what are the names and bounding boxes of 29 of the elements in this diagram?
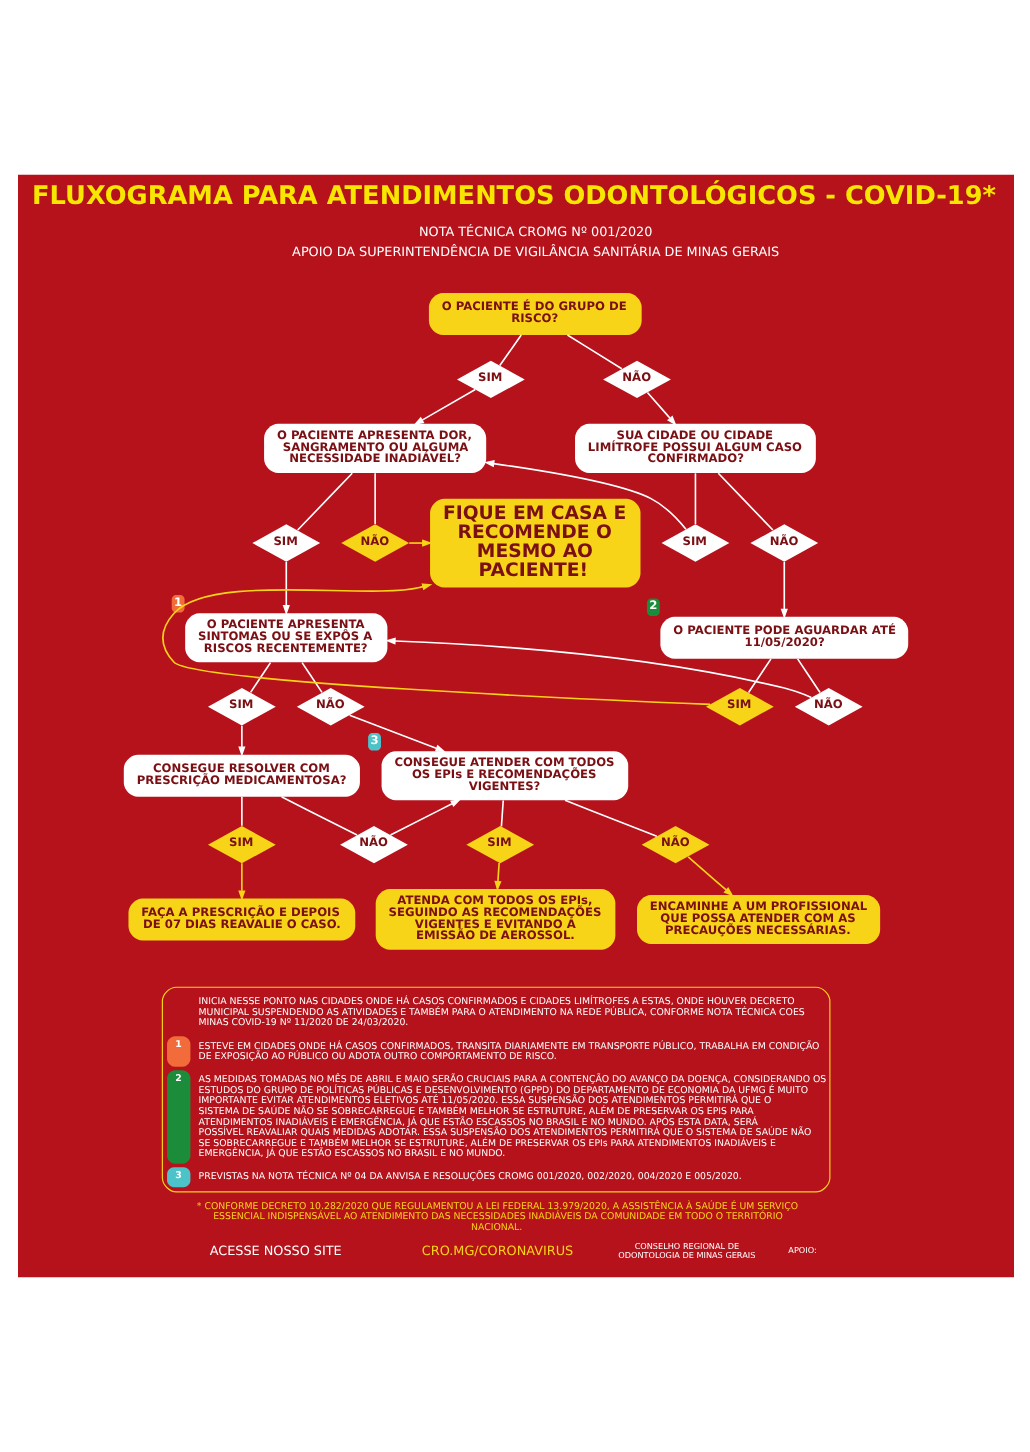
arrow (779, 561, 787, 620)
connector (373, 472, 375, 525)
node-box: FIQUE EM CASA E RECOMENDE O MESMO AO PACIENTE! (429, 498, 640, 588)
arrow (645, 391, 676, 426)
connector (795, 658, 820, 694)
connector (746, 658, 771, 694)
connector (248, 661, 271, 694)
arrow (161, 583, 710, 706)
connector (565, 334, 622, 370)
connector (563, 799, 657, 837)
connector (240, 796, 242, 827)
connector (300, 661, 322, 694)
arrow (281, 561, 289, 616)
connector (498, 334, 522, 367)
arrow (237, 724, 245, 757)
arrow (237, 862, 245, 901)
arrow (407, 539, 432, 547)
arrow (412, 388, 476, 425)
connector (279, 796, 357, 836)
connector (499, 799, 504, 828)
arrow (493, 862, 501, 892)
diagram-title: FLUXOGRAMA PARA ATENDIMENTOS ODONTOLÓGICOS - COVID-19* (31, 181, 996, 212)
connector (295, 472, 353, 531)
arrow (388, 799, 460, 836)
arrow (686, 856, 733, 897)
connector (693, 472, 696, 525)
arrow (483, 460, 686, 530)
arrow (384, 637, 812, 699)
connector (716, 472, 773, 531)
